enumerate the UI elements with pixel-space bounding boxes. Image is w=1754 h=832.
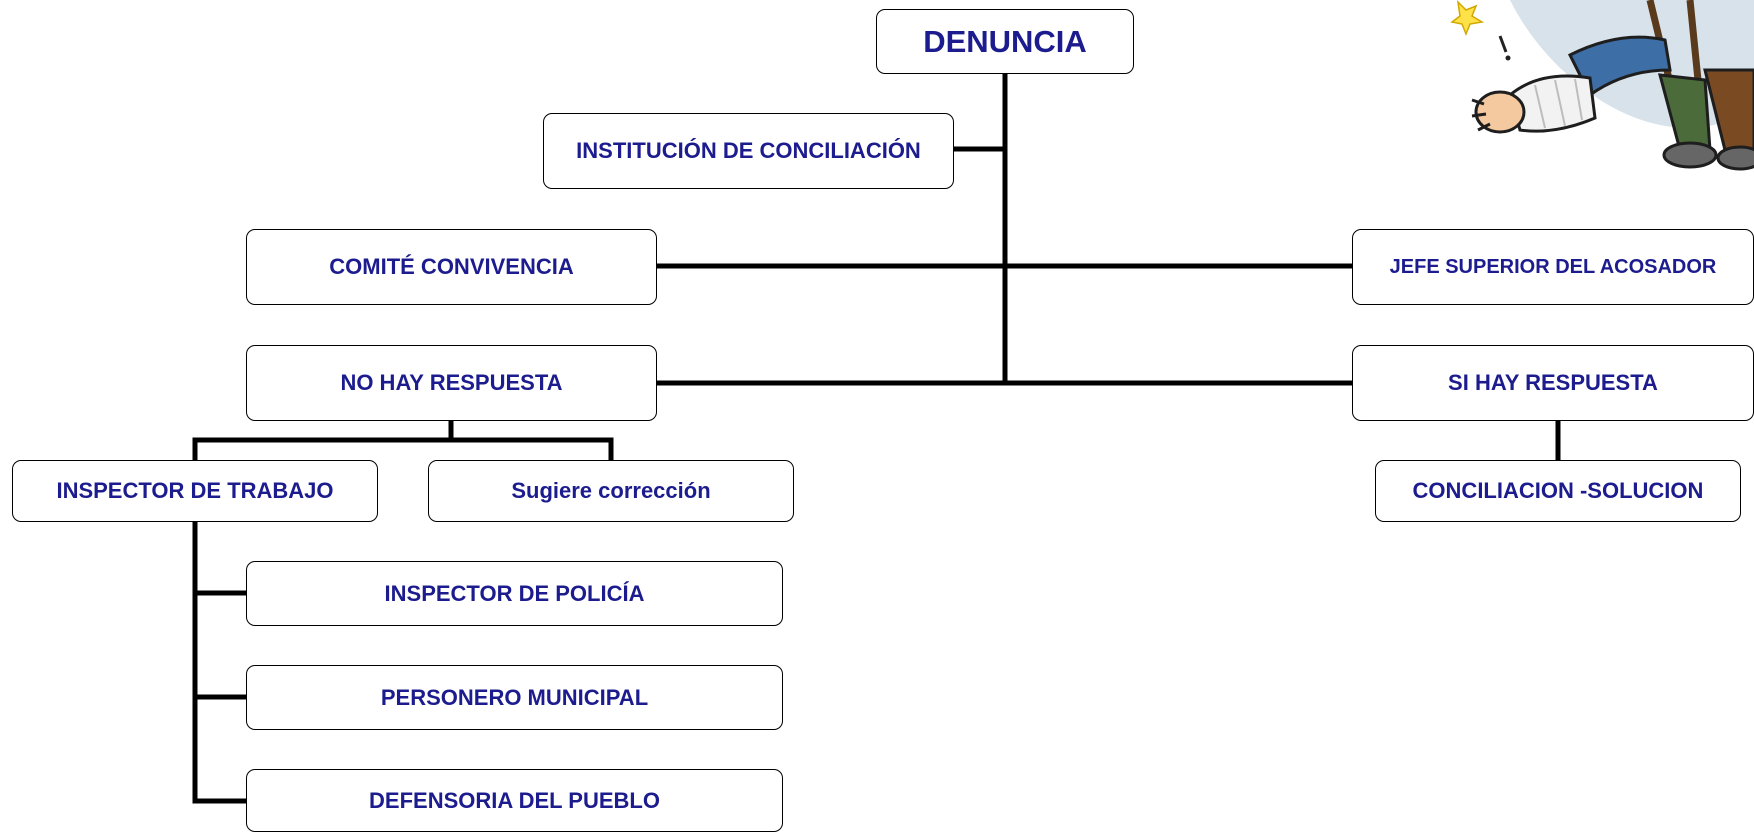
node-defensoria-pueblo: DEFENSORIA DEL PUEBLO xyxy=(246,769,783,832)
node-si-hay-respuesta: SI HAY RESPUESTA xyxy=(1352,345,1754,421)
node-denuncia: DENUNCIA xyxy=(876,9,1134,74)
node-sugiere-correccion: Sugiere corrección xyxy=(428,460,794,522)
node-conciliacion-solucion: CONCILIACION -SOLUCION xyxy=(1375,460,1741,522)
node-jefe-superior: JEFE SUPERIOR DEL ACOSADOR xyxy=(1352,229,1754,305)
node-comite-convivencia: COMITÉ CONVIVENCIA xyxy=(246,229,657,305)
node-inspector-trabajo: INSPECTOR DE TRABAJO xyxy=(12,460,378,522)
node-institucion-conciliacion: INSTITUCIÓN DE CONCILIACIÓN xyxy=(543,113,954,189)
injured-worker-cartoon-icon xyxy=(1450,0,1754,175)
node-no-hay-respuesta: NO HAY RESPUESTA xyxy=(246,345,657,421)
node-inspector-policia: INSPECTOR DE POLICÍA xyxy=(246,561,783,626)
node-personero-municipal: PERSONERO MUNICIPAL xyxy=(246,665,783,730)
